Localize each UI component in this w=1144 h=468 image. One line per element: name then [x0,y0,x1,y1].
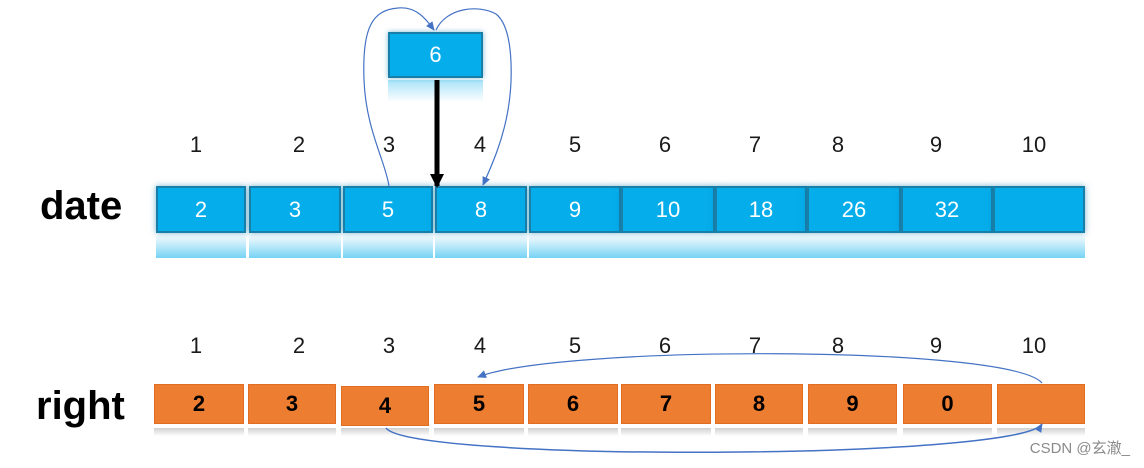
date-cell-3: 5 [343,186,433,233]
temp-node-box: 6 [388,32,483,78]
right-cell-shadow-8 [808,428,897,436]
date-cell-7: 18 [715,186,807,233]
right-cell-1: 2 [154,384,244,424]
right-row-label: right [36,384,125,428]
right-index-10: 10 [1021,333,1047,358]
right-cell-shadow-9 [903,428,992,436]
right-cell-shadow-4 [434,428,524,436]
date-index-8: 8 [831,132,845,157]
right-index-7: 7 [748,333,762,358]
date-cell-5: 9 [529,186,621,233]
right-cell-4: 5 [434,384,524,424]
right-arc-top [477,353,1043,384]
right-cell-6: 7 [621,384,711,424]
date-cell-10 [993,186,1085,233]
date-cell-6: 10 [621,186,715,233]
right-index-6: 6 [658,333,672,358]
right-cell-shadow-7 [715,428,803,436]
right-cell-shadow-6 [621,428,711,436]
right-cell-shadow-5 [528,428,618,436]
csdn-watermark: CSDN @玄澈_ [1029,440,1130,457]
date-cell-1: 2 [156,186,246,233]
right-index-4: 4 [473,333,487,358]
loop-arrow-left [363,7,435,187]
right-cell-9: 0 [903,384,992,424]
date-index-10: 10 [1021,132,1047,157]
right-index-3: 3 [382,333,396,358]
date-index-4: 4 [473,132,487,157]
right-cell-shadow-1 [154,428,244,436]
date-row-label: date [40,184,123,228]
date-cell-4: 8 [435,186,527,233]
right-cell-shadow-2 [248,428,336,436]
date-index-2: 2 [292,132,306,157]
right-index-8: 8 [831,333,845,358]
right-cell-2: 3 [248,384,336,424]
right-index-5: 5 [568,333,582,358]
right-cell-5: 6 [528,384,618,424]
date-index-6: 6 [658,132,672,157]
date-cell-8: 26 [807,186,901,233]
right-index-1: 1 [189,333,203,358]
date-index-5: 5 [568,132,582,157]
date-index-1: 1 [189,132,203,157]
right-index-9: 9 [929,333,943,358]
date-cell-9: 32 [901,186,993,233]
right-cell-3: 4 [341,386,429,426]
date-cell-2: 3 [249,186,341,233]
right-cell-8: 9 [808,384,897,424]
date-index-9: 9 [929,132,943,157]
loop-arrow-right [435,8,512,186]
right-cell-7: 8 [715,384,803,424]
right-arc-bottom [385,423,1043,454]
right-index-2: 2 [292,333,306,358]
right-cell-shadow-3 [341,428,429,436]
date-index-7: 7 [748,132,762,157]
date-index-3: 3 [382,132,396,157]
